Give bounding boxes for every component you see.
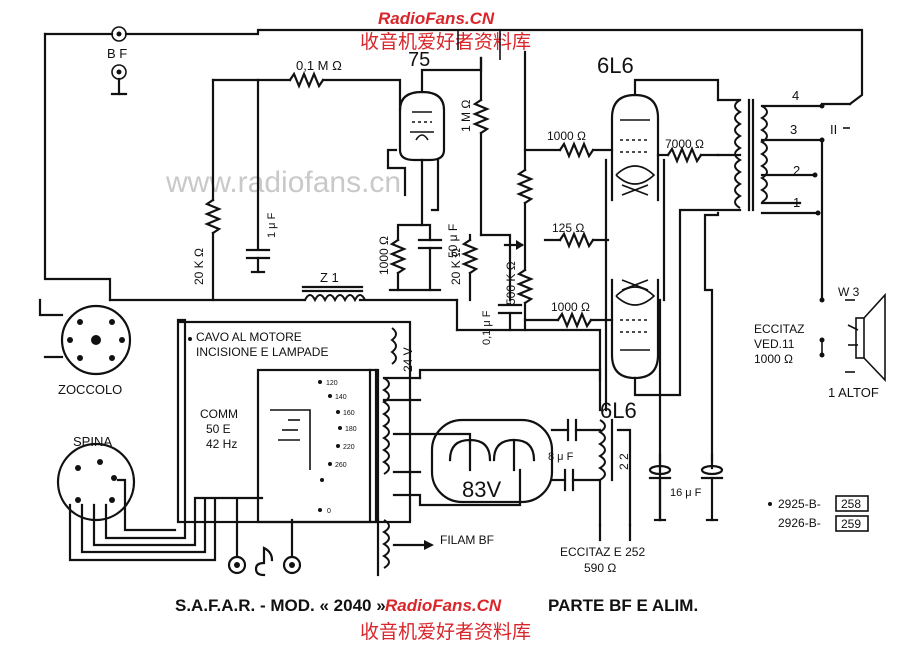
switch-ii-label: II bbox=[830, 122, 837, 137]
tube-75-label: 75 bbox=[408, 49, 430, 71]
r-20k-mid-label: 20 K Ω bbox=[449, 248, 463, 285]
watermark-top-cn: 收音机爱好者资料库 bbox=[360, 31, 531, 53]
c-01uf-label: 0,1 μ F bbox=[481, 310, 493, 345]
caption-left: S.A.F.A.R. - MOD. « 2040 » bbox=[175, 596, 386, 615]
r-500k-label: 500 K Ω bbox=[504, 261, 518, 305]
c-16uf: 16 μ F bbox=[648, 453, 724, 522]
r-1000-cath-label: 1000 Ω bbox=[377, 236, 391, 275]
terminal-2: 2 bbox=[793, 163, 800, 178]
r-7000-label: 7000 Ω bbox=[665, 137, 704, 151]
tube-6l6-bottom: 6L6 bbox=[600, 208, 742, 423]
tap-120: 120 bbox=[326, 380, 338, 387]
spina-plug: SPINA bbox=[56, 434, 136, 522]
tap-260: 260 bbox=[335, 462, 347, 469]
choke-22-label: 2 2 bbox=[617, 453, 631, 470]
z1-choke: Z 1 bbox=[301, 270, 366, 303]
comm-2: 50 E bbox=[206, 422, 231, 436]
terminal-3: 3 bbox=[790, 122, 797, 137]
ref1-box: 258 bbox=[841, 497, 861, 511]
eccitaz-right-2: VED.11 bbox=[754, 337, 795, 351]
watermark-bottom-cn: 收音机爱好者资料库 bbox=[360, 621, 531, 643]
comm-1: COMM bbox=[200, 407, 238, 421]
filam-label: FILAM BF bbox=[440, 533, 494, 547]
c-8uf-label: 8 μ F bbox=[548, 451, 574, 463]
w3-label: W 3 bbox=[838, 285, 860, 299]
watermark-bottom-site: RadioFans.CN bbox=[385, 596, 502, 615]
tap-220: 220 bbox=[343, 444, 355, 451]
z1-label: Z 1 bbox=[320, 270, 339, 285]
output-transformer bbox=[716, 98, 824, 215]
ref1-code: 2925-B- bbox=[778, 497, 821, 511]
spina-label: SPINA bbox=[73, 434, 112, 449]
tube-6l6-top-label: 6L6 bbox=[597, 53, 634, 78]
ref2-box: 259 bbox=[841, 517, 861, 531]
eccitaz-bottom-1: ECCITAZ E 252 bbox=[560, 545, 645, 559]
altof-label: 1 ALTOF bbox=[828, 385, 879, 400]
tap-140: 140 bbox=[335, 394, 347, 401]
tap-180: 180 bbox=[345, 426, 357, 433]
tap-160: 160 bbox=[343, 410, 355, 417]
zoccolo-label: ZOCCOLO bbox=[58, 382, 122, 397]
eccitaz-right-1: ECCITAZ bbox=[754, 322, 804, 336]
cavo-line2: INCISIONE E LAMPADE bbox=[196, 345, 328, 359]
watermark-top-site: RadioFans.CN bbox=[378, 9, 495, 28]
c-16uf-label: 16 μ F bbox=[670, 487, 702, 499]
ref2-code: 2926-B- bbox=[778, 516, 821, 530]
r-1m-label: 1 M Ω bbox=[459, 100, 473, 132]
r-1000-g1-label: 1000 Ω bbox=[547, 129, 586, 143]
tap-0: 0 bbox=[327, 508, 331, 515]
eccitaz-bottom-2: 590 Ω bbox=[584, 561, 616, 575]
bf-connector: B F bbox=[107, 26, 127, 96]
voltage-selector[interactable]: 120 140 160 180 220 260 0 bbox=[270, 380, 357, 515]
terminal-4: 4 bbox=[792, 88, 799, 103]
r-125-label: 125 Ω bbox=[552, 221, 584, 235]
cavo-line1: CAVO AL MOTORE bbox=[196, 330, 302, 344]
watermark-middle: www.radiofans.cn bbox=[165, 166, 401, 199]
bf-label: B F bbox=[107, 46, 127, 61]
v24-label: 24 V bbox=[401, 347, 415, 372]
zoccolo-socket: ZOCCOLO bbox=[38, 298, 132, 397]
music-note-icon bbox=[254, 546, 274, 577]
r-01m-label: 0,1 M Ω bbox=[296, 58, 342, 73]
c-50uf-label: 50 μ F bbox=[446, 224, 460, 258]
r-1000-g2-label: 1000 Ω bbox=[551, 300, 590, 314]
r-20k-left-label: 20 K Ω bbox=[192, 248, 206, 285]
c-1uf-label: 1 μ F bbox=[266, 212, 278, 238]
tube-83v-label: 83V bbox=[462, 477, 501, 502]
tube-6l6-bottom-label: 6L6 bbox=[600, 398, 637, 423]
eccitaz-right-3: 1000 Ω bbox=[754, 352, 793, 366]
tube-6l6-top: 6L6 bbox=[597, 53, 720, 202]
terminal-1: 1 bbox=[793, 195, 800, 210]
comm-3: 42 Hz bbox=[206, 437, 237, 451]
tube-83v: 83V bbox=[430, 418, 554, 504]
speaker-icon bbox=[845, 292, 886, 382]
caption-right: PARTE BF E ALIM. bbox=[548, 596, 698, 615]
